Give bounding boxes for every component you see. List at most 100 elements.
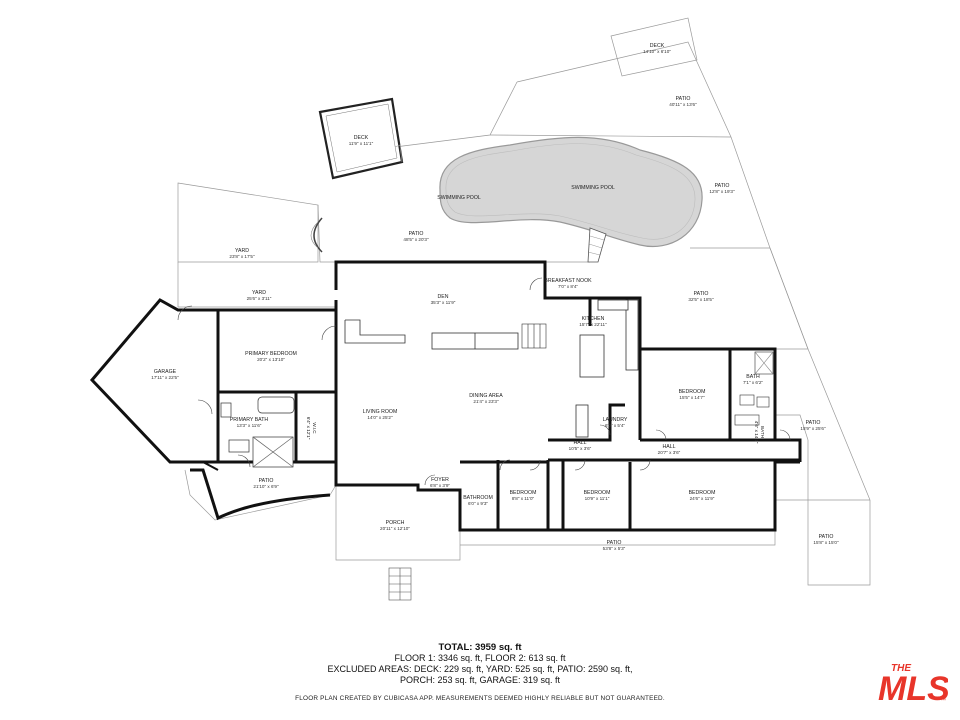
disclaimer: FLOOR PLAN CREATED BY CUBICASA APP. MEAS… xyxy=(295,695,665,702)
bath-e-sink xyxy=(739,394,755,406)
room-labels: DECK 14'10" x 6'10" PATIO 40'11" x 13'6"… xyxy=(151,43,839,551)
dim-patio-right: 12'8" x 19'3" xyxy=(709,189,735,194)
swimming-pool-inner xyxy=(445,143,696,240)
dim-deck-left: 11'9" x 11'1" xyxy=(349,141,374,146)
label-porch: PORCH xyxy=(386,520,405,526)
dim-patio-side: 15'9" x 25'6" xyxy=(800,426,826,431)
dim-kitchen: 15'7" x 22'11" xyxy=(579,322,607,327)
label-bathroom-s: BATHROOM xyxy=(463,495,493,501)
kitchen-counter-north xyxy=(597,299,629,311)
label-foyer: FOYER xyxy=(431,477,449,483)
breakfast-wall xyxy=(545,296,592,326)
yard-big-outline xyxy=(177,182,319,263)
label-wic: W.I.C xyxy=(312,422,317,434)
dim-yard-strip: 25'6" x 3'11" xyxy=(247,296,272,301)
mls-logo-tm: ™ xyxy=(940,697,946,704)
label-patio-side: PATIO xyxy=(806,420,821,426)
dim-patio-south: 53'8" x 5'3" xyxy=(603,546,626,551)
dim-living: 14'0" x 25'2" xyxy=(367,415,393,420)
door-bedroom-e xyxy=(655,429,667,441)
label-pool-right: SWIMMING POOL xyxy=(571,185,615,191)
label-primary-bath: PRIMARY BATH xyxy=(230,417,269,423)
door-breakfast xyxy=(529,277,543,291)
curved-steps-inner xyxy=(310,221,319,249)
dim-den: 35'3" x 11'9" xyxy=(431,300,456,305)
door-laundry xyxy=(599,424,611,436)
door-bath-vert xyxy=(779,429,791,441)
primary-vanity xyxy=(228,439,250,453)
bath-e-fixtures xyxy=(734,351,774,426)
total-area: TOTAL: 3959 sq. ft xyxy=(438,642,522,653)
dim-patio-east: 32'5" x 18'5" xyxy=(688,297,714,302)
label-patio-sw: PATIO xyxy=(259,478,274,484)
door-foyer xyxy=(424,474,436,486)
label-deck-left: DECK xyxy=(354,135,369,141)
garage-wall xyxy=(89,298,218,464)
dim-primary-bed: 20'2" x 13'10" xyxy=(257,357,285,362)
door-primary-bath xyxy=(237,454,251,468)
excluded-areas-2: PORCH: 253 sq. ft, GARAGE: 319 sq. ft xyxy=(399,675,561,685)
door-primary xyxy=(321,325,337,341)
bath-vert-vanity xyxy=(734,414,760,426)
label-patio-top: PATIO xyxy=(676,96,691,102)
primary-bath-fixtures xyxy=(220,396,295,468)
label-living: LIVING ROOM xyxy=(363,409,398,415)
patio-side-outline xyxy=(775,414,870,501)
porch-steps xyxy=(388,567,412,601)
dim-hall-2: 20'7" x 3'6" xyxy=(658,450,681,455)
area-summary: TOTAL: 3959 sq. ft FLOOR 1: 3346 sq. ft,… xyxy=(0,642,960,686)
label-breakfast: BREAKFAST NOOK xyxy=(544,278,592,284)
label-bath-vert: BATH xyxy=(760,426,765,438)
excluded-areas-1: EXCLUDED AREAS: DECK: 229 sq. ft, YARD: … xyxy=(327,664,633,674)
dim-primary-bath: 13'3" x 11'6" xyxy=(237,423,262,428)
deck-left-inner xyxy=(325,103,398,173)
east-bedroom-wall xyxy=(628,460,800,532)
label-deck-top: DECK xyxy=(650,43,665,49)
mls-logo-the: THE xyxy=(891,663,911,674)
dim-laundry: 6'0" x 5'4" xyxy=(605,423,625,428)
label-bedroom-s2: BEDROOM xyxy=(584,490,611,496)
label-bath-e: BATH xyxy=(746,374,760,380)
floor-areas: FLOOR 1: 3346 sq. ft, FLOOR 2: 613 sq. f… xyxy=(394,653,566,663)
dim-porch: 20'11" x 12'10" xyxy=(380,526,410,531)
dim-patio-sw: 21'10" x 6'9" xyxy=(253,484,279,489)
deck-top-outline xyxy=(610,17,698,77)
dim-bathroom-s: 6'0" x 9'3" xyxy=(468,501,488,506)
door-bedroom-s1 xyxy=(529,459,541,471)
curved-steps xyxy=(313,217,323,253)
vertical-labels: W.I.C 6'4" x 12'1" BATH 4'6" x 14'1" xyxy=(306,417,765,444)
label-hall-2: HALL xyxy=(663,444,676,450)
dim-bath-e: 7'1" x 6'2" xyxy=(743,380,763,385)
label-patio-south: PATIO xyxy=(607,540,622,546)
patio-south-outline xyxy=(460,530,776,546)
pool-steps xyxy=(587,227,607,263)
primary-toilet xyxy=(220,402,232,418)
bathtub xyxy=(257,396,295,414)
label-patio-se: PATIO xyxy=(819,534,834,540)
label-hall-1: HALL xyxy=(574,440,587,446)
patio-top-bottom-edge xyxy=(489,134,732,138)
kitchen-pantry xyxy=(575,404,589,438)
dim-foyer: 6'8" x 3'9" xyxy=(430,483,450,488)
label-bedroom-s1: BEDROOM xyxy=(510,490,537,496)
dim-hall-1: 10'5" x 3'6" xyxy=(569,446,592,451)
dim-bath-vert: 4'6" x 14'1" xyxy=(754,421,759,444)
label-bedroom-e: BEDROOM xyxy=(679,389,706,395)
door-garage-2 xyxy=(197,399,213,415)
dim-bedroom-s1: 8'8" x 11'0" xyxy=(512,496,535,501)
doors xyxy=(177,277,791,486)
den-counters xyxy=(344,319,519,350)
patio-se-outline xyxy=(775,499,871,586)
label-primary-bed: PRIMARY BEDROOM xyxy=(245,351,297,357)
north-east-wall xyxy=(334,260,802,462)
den-bar-counter xyxy=(344,319,406,344)
dim-dining: 21'4" x 23'3" xyxy=(473,399,499,404)
label-patio-right: PATIO xyxy=(715,183,730,189)
mls-logo-main: MLS xyxy=(878,670,948,706)
dim-garage: 17'11" x 22'5" xyxy=(151,375,179,380)
label-den: DEN xyxy=(438,294,449,300)
dim-bedroom-s2: 10'9" x 11'1" xyxy=(585,496,610,501)
laundry-wall xyxy=(548,403,625,442)
door-bedroom-s3 xyxy=(639,459,651,471)
south-wall xyxy=(334,300,630,532)
